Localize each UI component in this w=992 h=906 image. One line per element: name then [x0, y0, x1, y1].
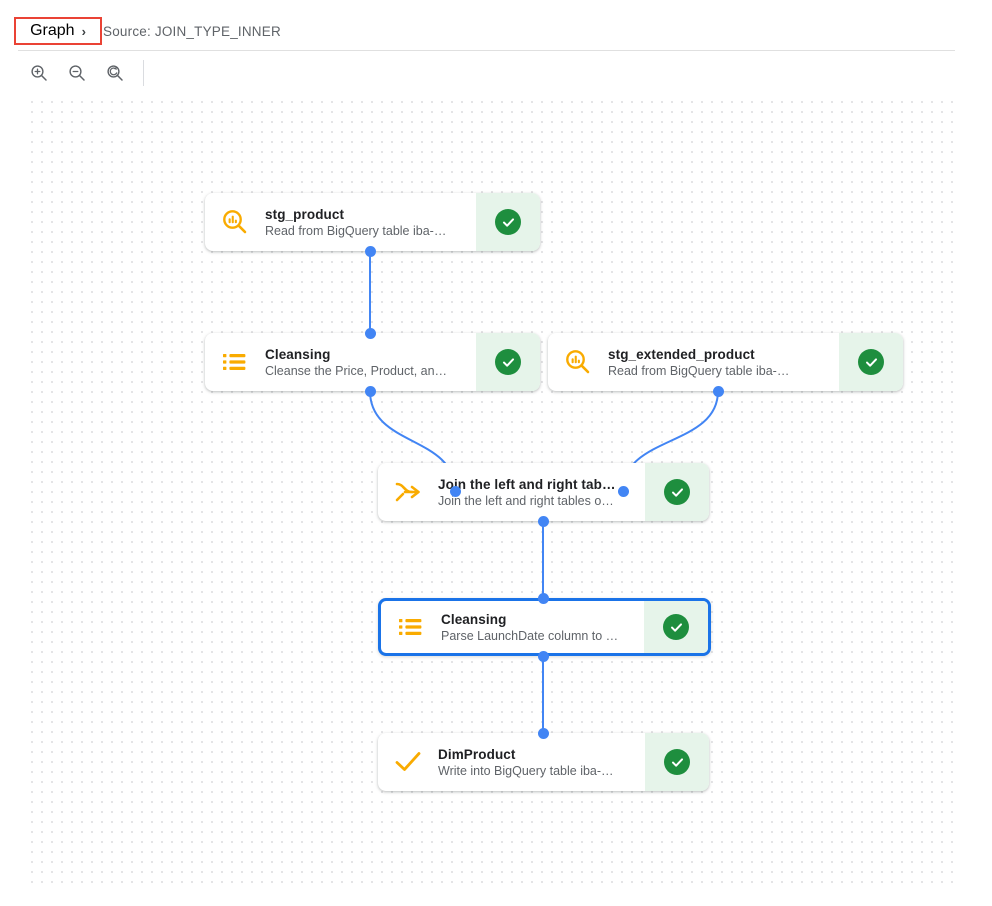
check-circle-icon — [495, 209, 521, 235]
node-text: Join the left and right tab…Join the lef… — [438, 463, 645, 521]
check-icon — [378, 733, 438, 791]
node-title: Cleansing — [265, 346, 331, 362]
port-dim_product-top[interactable] — [537, 727, 549, 739]
status-badge[interactable] — [476, 193, 540, 251]
port-stg_product-bottom[interactable] — [364, 245, 376, 257]
node-title: stg_product — [265, 206, 345, 222]
header-bar: Graph › Source: JOIN_TYPE_INNER — [0, 0, 992, 51]
list-icon — [381, 601, 441, 653]
port-cleansing_2-top[interactable] — [537, 592, 549, 604]
port-join-top-left[interactable] — [449, 485, 461, 497]
reset-zoom-icon — [105, 63, 125, 83]
graph-node-join[interactable]: Join the left and right tab…Join the lef… — [378, 463, 709, 521]
zoom-out-button[interactable] — [60, 56, 94, 90]
node-subtitle: Cleanse the Price, Product, an… — [265, 363, 448, 378]
header-divider — [18, 50, 955, 51]
port-cleansing_2-bottom[interactable] — [537, 650, 549, 662]
status-badge[interactable] — [645, 463, 709, 521]
node-subtitle: Read from BigQuery table iba-… — [265, 223, 447, 238]
port-join-bottom[interactable] — [537, 515, 549, 527]
port-join-top-right[interactable] — [617, 485, 629, 497]
source-label: Source: JOIN_TYPE_INNER — [103, 24, 281, 39]
node-subtitle: Parse LaunchDate column to … — [441, 628, 619, 643]
reset-zoom-button[interactable] — [98, 56, 132, 90]
node-subtitle: Write into BigQuery table iba-… — [438, 763, 614, 778]
magnifier-chart-icon — [205, 193, 265, 251]
magnifier-chart-icon — [548, 333, 608, 391]
check-circle-icon — [663, 614, 689, 640]
port-stg_extended_product-bottom[interactable] — [712, 385, 724, 397]
zoom-out-icon — [67, 63, 87, 83]
breadcrumb-graph[interactable]: Graph › — [14, 17, 102, 45]
check-circle-icon — [664, 479, 690, 505]
zoom-in-button[interactable] — [22, 56, 56, 90]
check-circle-icon — [495, 349, 521, 375]
status-badge[interactable] — [476, 333, 540, 391]
chevron-right-icon: › — [81, 23, 86, 39]
list-icon — [205, 333, 265, 391]
port-cleansing_1-top[interactable] — [364, 327, 376, 339]
join-arrow-icon — [378, 463, 438, 521]
status-badge[interactable] — [839, 333, 903, 391]
node-subtitle: Join the left and right tables o… — [438, 493, 614, 508]
breadcrumb-label: Graph — [30, 22, 75, 39]
status-badge[interactable] — [644, 601, 708, 653]
zoom-in-icon — [29, 63, 49, 83]
graph-toolbar — [18, 51, 955, 95]
node-title: Join the left and right tab… — [438, 476, 616, 492]
node-title: Cleansing — [441, 611, 507, 627]
port-cleansing_1-bottom[interactable] — [364, 385, 376, 397]
status-badge[interactable] — [645, 733, 709, 791]
node-title: DimProduct — [438, 746, 516, 762]
node-title: stg_extended_product — [608, 346, 755, 362]
toolbar-separator — [143, 60, 144, 86]
check-circle-icon — [664, 749, 690, 775]
check-circle-icon — [858, 349, 884, 375]
node-subtitle: Read from BigQuery table iba-… — [608, 363, 790, 378]
